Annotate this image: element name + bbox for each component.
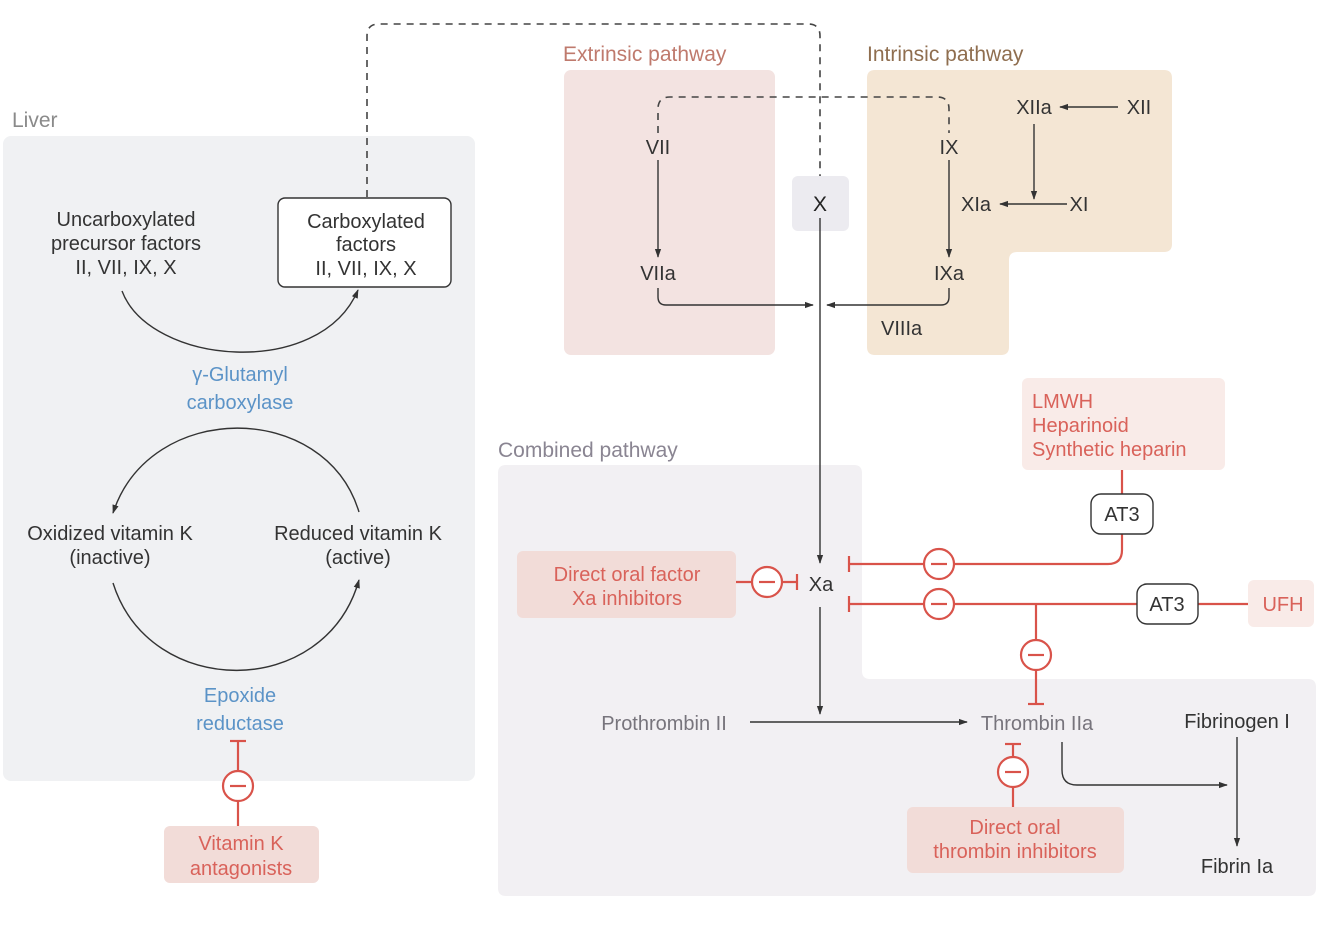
at3-upper-label: AT3 (1104, 504, 1139, 526)
intrinsic-background (867, 70, 1172, 355)
uncarboxylated-line-3: II, VII, IX, X (75, 257, 176, 279)
ixa-to-x-arrow (826, 288, 950, 309)
vka-box-bg (164, 826, 319, 883)
oxidized-vitamin-k: Oxidized vitamin K (inactive) (27, 523, 193, 569)
combined-title: Combined pathway (498, 439, 678, 462)
vka-line-1: Vitamin K (198, 833, 284, 855)
extrinsic-region: Extrinsic pathway (563, 43, 775, 355)
at3-lower-label: AT3 (1149, 594, 1184, 616)
oxidized-line-2: (inactive) (69, 547, 150, 569)
ufh-label: UFH (1262, 594, 1303, 616)
factor-ix: IX (940, 137, 959, 159)
doac-thrombin-box-bg (907, 807, 1124, 873)
thrombin: Thrombin IIa (981, 713, 1094, 735)
oxidized-line-1: Oxidized vitamin K (27, 523, 193, 545)
factor-xiia: XIIa (1016, 97, 1052, 119)
doac-xa-box-bg (517, 551, 736, 618)
oxidized-to-reduced-arrow (112, 579, 360, 671)
carboxylase-line-1: γ-Glutamyl (192, 364, 288, 386)
doac-xa-line-1: Direct oral factor (554, 564, 701, 586)
carboxylated-line-2: factors (336, 234, 396, 256)
lmwh-drug-box: LMWH Heparinoid Synthetic heparin (1022, 378, 1225, 470)
epoxide-line-1: Epoxide (204, 685, 276, 707)
uncarboxylated-line-1: Uncarboxylated (57, 209, 196, 231)
factor-x-box: X (792, 176, 849, 231)
at3-lower-box: AT3 (1136, 583, 1199, 625)
factor-xa: Xa (809, 574, 834, 596)
epoxide-reductase-enzyme: Epoxide reductase (196, 685, 284, 735)
lmwh-inhibition (847, 470, 1124, 581)
carboxylase-line-2: carboxylase (187, 392, 294, 414)
doac-xa-drug-box: Direct oral factor Xa inhibitors (517, 551, 736, 618)
thrombin-catalysis-arrow (1061, 742, 1228, 789)
carboxylated-line-1: Carboxylated (307, 211, 425, 233)
reduced-vitamin-k: Reduced vitamin K (active) (274, 523, 443, 569)
dashed-feed-carboxylated-to-x (366, 23, 821, 197)
at3-upper-box: AT3 (1090, 493, 1154, 535)
extrinsic-title: Extrinsic pathway (563, 43, 727, 66)
factor-x-bg (792, 176, 849, 231)
ufh-drug-box: UFH (1248, 580, 1314, 627)
lmwh-line-2: Heparinoid (1032, 415, 1129, 437)
factor-vii: VII (646, 137, 670, 159)
doac-thrombin-drug-box: Direct oral thrombin inhibitors (907, 807, 1124, 873)
vka-drug-box: Vitamin K antagonists (164, 826, 319, 883)
factor-viia: VIIa (640, 263, 676, 285)
ufh-box-bg (1248, 580, 1314, 627)
doac-thrombin-inhibition (996, 742, 1030, 807)
carboxylation-arrow (121, 289, 359, 353)
prothrombin: Prothrombin II (601, 713, 727, 735)
factor-xii: XII (1127, 97, 1151, 119)
lmwh-line-3: Synthetic heparin (1032, 439, 1187, 461)
reduced-to-oxidized-arrow (112, 427, 360, 514)
at3-to-xa-line (849, 532, 1124, 566)
dashed-feed-vii-ix (657, 96, 950, 133)
uncarboxylated-factors: Uncarboxylated precursor factors II, VII… (51, 209, 201, 279)
intrinsic-title: Intrinsic pathway (867, 43, 1024, 66)
vka-line-2: antagonists (190, 858, 292, 880)
fibrinogen: Fibrinogen I (1184, 711, 1290, 733)
carboxylase-enzyme: γ-Glutamyl carboxylase (187, 364, 294, 414)
intrinsic-region: Intrinsic pathway (867, 43, 1172, 355)
liver-title: Liver (12, 109, 58, 132)
uncarboxylated-line-2: precursor factors (51, 233, 201, 255)
carboxylated-line-3: II, VII, IX, X (315, 258, 416, 280)
epoxide-line-2: reductase (196, 713, 284, 735)
factor-xi: XI (1070, 194, 1089, 216)
viia-to-x-arrow (657, 288, 814, 309)
extrinsic-background (564, 70, 775, 355)
factor-ixa: IXa (934, 263, 965, 285)
carboxylated-box-border (277, 197, 452, 288)
factor-viiia: VIIIa (881, 318, 923, 340)
reduced-line-2: (active) (325, 547, 391, 569)
fibrin: Fibrin Ia (1201, 856, 1274, 878)
doac-xa-line-2: Xa inhibitors (572, 588, 682, 610)
at3-upper-border (1090, 493, 1154, 535)
doac-xa-inhibition (736, 565, 799, 599)
doac-thrombin-line-1: Direct oral (969, 817, 1060, 839)
vka-inhibition (221, 739, 255, 826)
ufh-inhibition (847, 587, 1248, 706)
lmwh-line-1: LMWH (1032, 391, 1093, 413)
factor-x: X (813, 193, 827, 216)
factor-xia: XIa (961, 194, 992, 216)
at3-lower-border (1136, 583, 1199, 625)
lmwh-box-bg (1022, 378, 1225, 470)
doac-thrombin-line-2: thrombin inhibitors (933, 841, 1096, 863)
carboxylated-factors-box: Carboxylated factors II, VII, IX, X (277, 197, 452, 288)
reduced-line-1: Reduced vitamin K (274, 523, 443, 545)
